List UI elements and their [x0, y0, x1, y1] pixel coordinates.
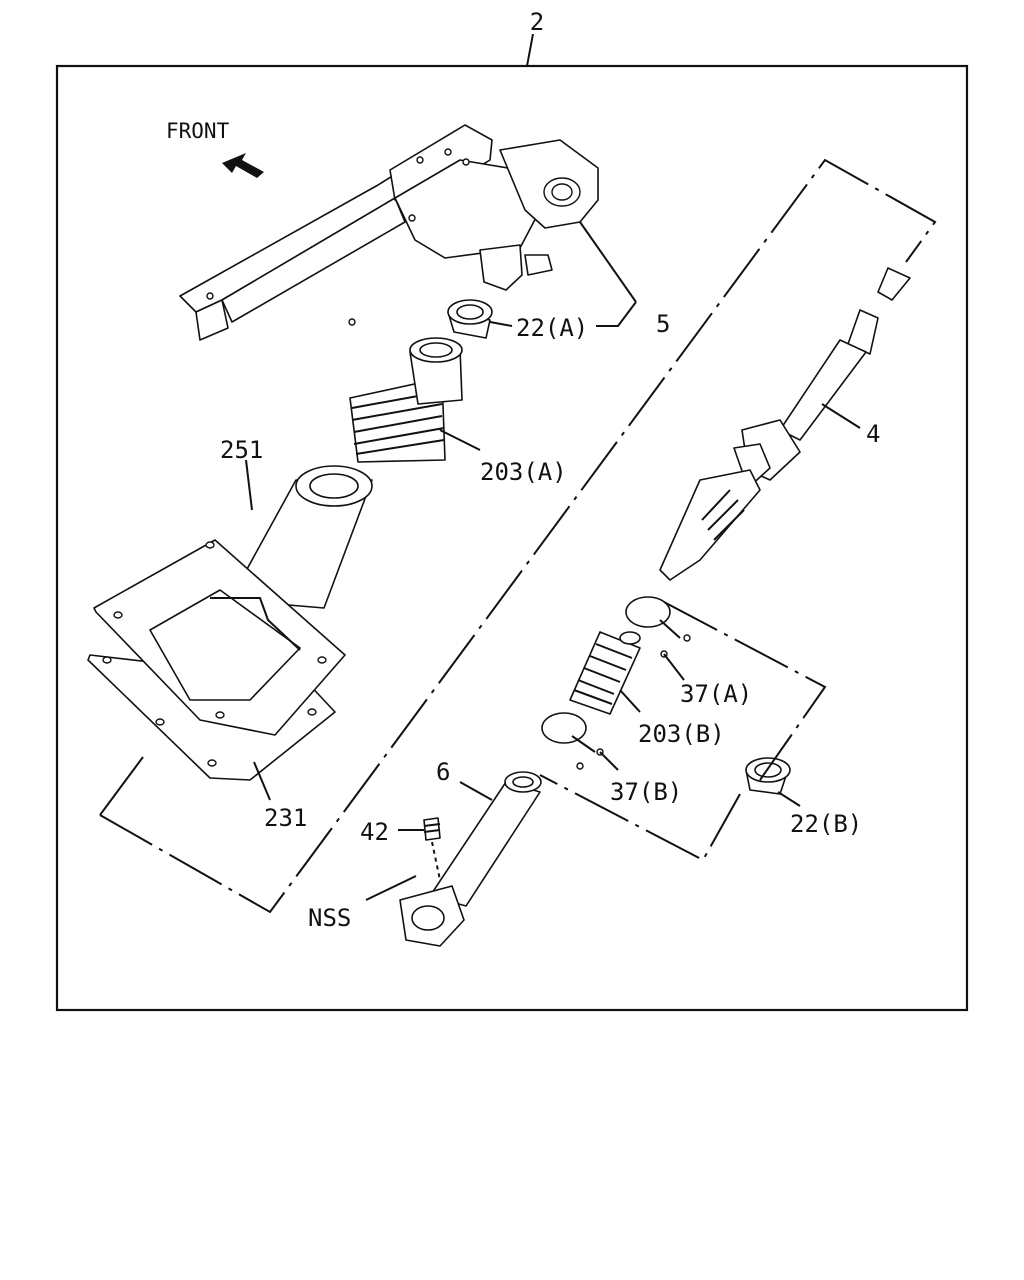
- bushing-a-part: [447, 299, 493, 339]
- bushing-b-part: [745, 757, 791, 795]
- shaft-leader: [821, 403, 861, 429]
- assembly-leader: [526, 33, 534, 67]
- label-boot-a: 203(A): [480, 458, 567, 486]
- plate-part: [87, 539, 346, 781]
- clip-a-leader: [663, 653, 685, 681]
- label-knob-boot: 251: [220, 436, 263, 464]
- group-bushing-outline: [539, 774, 741, 862]
- assembly-frame: [55, 64, 969, 1012]
- shaft-part: [659, 267, 911, 581]
- lever-part: [399, 771, 542, 947]
- bushing-a-leader: [489, 321, 513, 327]
- boot-b-part: [569, 631, 641, 715]
- fitting-part: [423, 817, 441, 881]
- label-front: FRONT: [166, 119, 230, 143]
- label-fitting: 42: [360, 818, 389, 846]
- clip-a-part: [625, 596, 691, 658]
- label-assembly: 2: [530, 8, 544, 36]
- label-plate: 231: [264, 804, 307, 832]
- label-boot-b: 203(B): [638, 720, 725, 748]
- knob-boot-leader: [245, 459, 253, 511]
- plate-leader: [253, 761, 271, 801]
- label-bushing-a: 22(A): [516, 314, 588, 342]
- label-lever: 6: [436, 758, 450, 786]
- knob-boot-part: [229, 465, 373, 609]
- label-shaft: 4: [866, 420, 880, 448]
- nss-leader: [365, 875, 417, 901]
- bracket-part: [179, 124, 599, 341]
- boot-a-leader: [439, 429, 481, 451]
- bracket-leader-b: [596, 301, 637, 327]
- lever-leader: [459, 781, 493, 801]
- bushing-b-leader: [777, 791, 801, 807]
- label-clip-b: 37(B): [610, 778, 682, 806]
- boot-a-part: [349, 337, 463, 463]
- bracket-leader-a: [579, 221, 637, 303]
- label-clip-a: 37(A): [680, 680, 752, 708]
- clip-b-part: [541, 712, 604, 770]
- group-lower-outline: [99, 756, 144, 816]
- front-arrow-icon: [222, 153, 264, 178]
- group-clip-outline: [663, 601, 827, 781]
- label-bracket: 5: [656, 310, 670, 338]
- boot-b-leader: [619, 689, 641, 713]
- clip-b-leader: [599, 751, 619, 771]
- label-bushing-b: 22(B): [790, 810, 862, 838]
- group-bracket-outline: [99, 158, 937, 914]
- label-nss: NSS: [308, 904, 351, 932]
